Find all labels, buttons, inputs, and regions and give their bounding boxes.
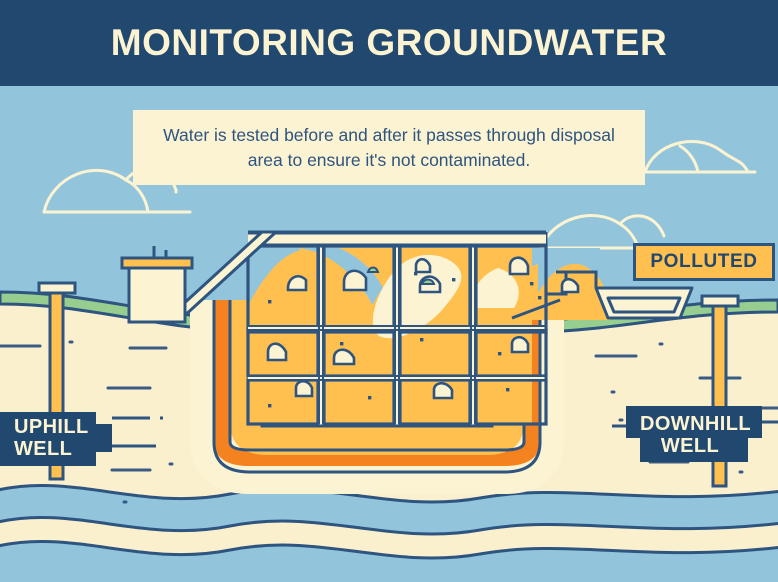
wave-band-1 [0, 483, 778, 536]
description-text: Water is tested before and after it pass… [163, 124, 615, 170]
downhill-well-line2: WELL [660, 435, 720, 457]
description-callout: Water is tested before and after it pass… [133, 110, 645, 185]
status-badge-polluted: POLLUTED [633, 243, 775, 281]
uphill-well-line1: UPHILL [14, 416, 89, 439]
uphill-well-line2: WELL [14, 438, 73, 460]
landfill-liner [190, 300, 564, 494]
label-uphill-well: UPHILL WELL [0, 410, 104, 468]
label-downhill-well: DOWNHILL WELL [626, 404, 778, 468]
downhill-well-line1: DOWNHILL [640, 413, 751, 436]
collection-basin [566, 270, 694, 320]
page-header: MONITORING GROUNDWATER [0, 0, 778, 86]
page-title: MONITORING GROUNDWATER [110, 22, 668, 63]
groundwater-waves [0, 483, 778, 582]
polluted-label: POLLUTED [650, 251, 758, 272]
debris-green-tips [366, 266, 436, 285]
cloud-top-right [643, 140, 757, 174]
downhill-well-plate [626, 406, 762, 462]
wave-band-2 [0, 539, 778, 582]
uphill-well-plate [0, 412, 112, 466]
debris-glyphs [266, 256, 580, 400]
monitoring-building [120, 246, 194, 324]
landfill-cells [166, 230, 610, 426]
